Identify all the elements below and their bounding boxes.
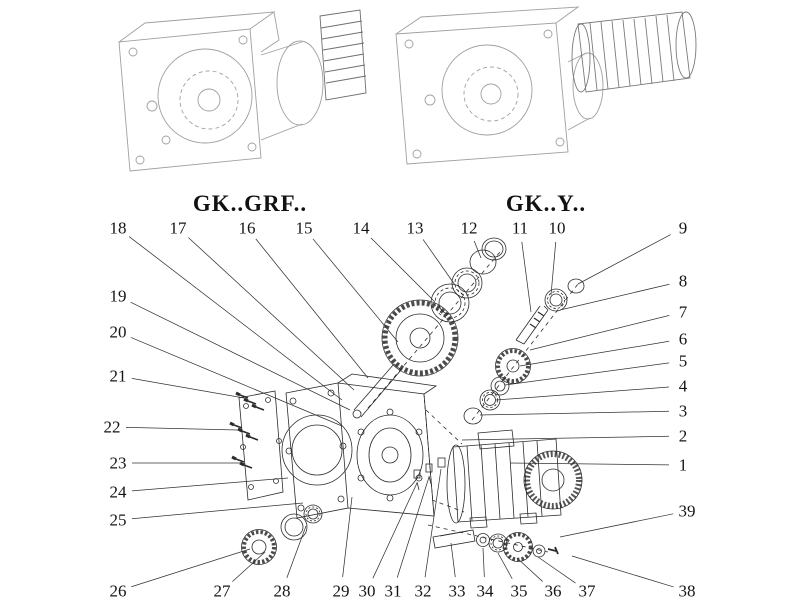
leader-line-6 <box>519 340 670 367</box>
callout-25: 25 <box>109 510 127 530</box>
callout-30: 30 <box>358 581 376 600</box>
input-gear-stack <box>463 278 585 425</box>
callout-35: 35 <box>510 581 528 600</box>
ribbed-cap <box>319 9 367 101</box>
leader-line-39 <box>559 513 674 538</box>
leader-line-17 <box>188 237 355 391</box>
callout-38: 38 <box>678 581 696 600</box>
output-shaft <box>352 363 402 419</box>
leader-line-31 <box>396 476 430 578</box>
output-gear-stack <box>381 237 507 377</box>
output-small-parts <box>432 529 559 562</box>
mid-fasteners <box>413 457 446 491</box>
motor <box>446 429 583 529</box>
exploded-view-drawing <box>229 237 585 565</box>
callout-20: 20 <box>109 322 127 342</box>
leader-line-25 <box>131 502 304 520</box>
callout-37: 37 <box>578 581 596 600</box>
figure-label-left: GK..GRF.. <box>192 191 308 216</box>
callout-6: 6 <box>678 329 688 349</box>
callout-8: 8 <box>678 271 688 291</box>
callout-9: 9 <box>678 218 688 238</box>
callout-4: 4 <box>678 376 688 396</box>
leader-line-24 <box>131 477 289 492</box>
leader-line-12 <box>473 240 482 259</box>
leader-line-7 <box>529 315 670 351</box>
leader-line-5 <box>504 362 670 386</box>
cover-plate <box>238 390 284 501</box>
leader-line-35 <box>497 552 513 579</box>
callout-28: 28 <box>273 581 291 600</box>
callout-39: 39 <box>678 501 696 521</box>
callout-34: 34 <box>476 581 494 600</box>
leader-line-8 <box>559 283 670 311</box>
leader-line-29 <box>342 496 353 578</box>
figure-left-drawing <box>118 9 367 172</box>
leader-line-4 <box>495 386 670 401</box>
leader-line-28 <box>286 525 307 578</box>
leader-line-10 <box>550 241 557 296</box>
callout-27: 27 <box>213 581 231 600</box>
callout-7: 7 <box>678 302 688 322</box>
callout-1: 1 <box>678 455 688 475</box>
leader-line-1 <box>509 462 670 466</box>
callout-21: 21 <box>109 366 127 386</box>
leader-line-36 <box>516 557 543 582</box>
callout-15: 15 <box>295 218 313 238</box>
callout-13: 13 <box>406 218 424 238</box>
leader-lines <box>125 234 674 588</box>
callout-14: 14 <box>352 218 370 238</box>
leader-line-30 <box>372 482 418 579</box>
gearbox-housing <box>281 373 438 519</box>
callout-19: 19 <box>109 286 127 306</box>
leader-line-38 <box>571 555 674 588</box>
callout-11: 11 <box>511 218 529 238</box>
callout-18: 18 <box>109 218 127 238</box>
bolt-clusters <box>229 391 265 469</box>
leader-line-22 <box>125 426 239 431</box>
callout-23: 23 <box>109 453 127 473</box>
callout-33: 33 <box>448 581 466 600</box>
callout-29: 29 <box>332 581 350 600</box>
shim-and-bearing-left <box>241 504 323 565</box>
callout-16: 16 <box>238 218 256 238</box>
callout-26: 26 <box>109 581 127 600</box>
leader-line-2 <box>461 435 670 441</box>
callout-5: 5 <box>678 351 688 371</box>
leader-line-20 <box>130 337 343 427</box>
leader-line-27 <box>232 551 266 582</box>
callout-22: 22 <box>103 417 121 437</box>
callout-24: 24 <box>109 482 127 502</box>
leader-line-18 <box>128 236 343 401</box>
figure-label-right: GK..Y.. <box>505 191 587 216</box>
leader-line-19 <box>130 301 351 411</box>
leader-line-34 <box>482 547 485 578</box>
leader-line-14 <box>370 237 436 303</box>
callout-10: 10 <box>548 218 566 238</box>
callout-17: 17 <box>169 218 187 238</box>
leader-line-37 <box>537 556 576 584</box>
leader-line-13 <box>422 239 456 286</box>
motor-top-drawing <box>571 11 697 93</box>
callout-32: 32 <box>414 581 432 600</box>
callout-2: 2 <box>678 426 688 446</box>
leader-line-15 <box>312 238 399 343</box>
leader-line-21 <box>131 378 245 399</box>
leader-line-3 <box>479 410 670 416</box>
leader-line-26 <box>131 548 251 588</box>
leader-line-9 <box>577 234 671 285</box>
leader-line-32 <box>424 468 442 578</box>
callout-3: 3 <box>678 401 688 421</box>
figure-right-drawing <box>395 6 697 165</box>
callout-36: 36 <box>544 581 562 600</box>
callout-31: 31 <box>384 581 402 600</box>
leader-line-11 <box>521 241 532 313</box>
leader-line-33 <box>450 542 456 578</box>
leader-line-16 <box>255 238 369 379</box>
callout-12: 12 <box>460 218 478 238</box>
